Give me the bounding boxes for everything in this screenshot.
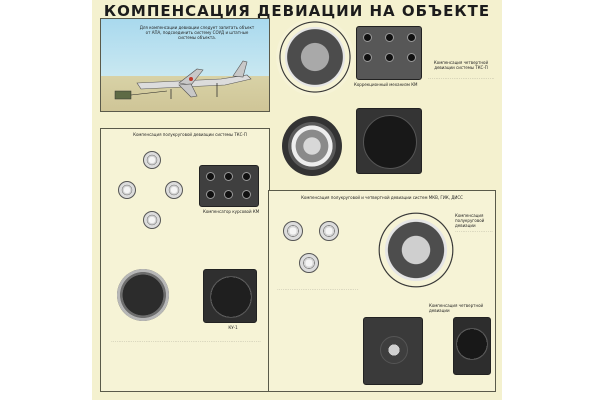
small-dial-1 [143,151,161,169]
large-compass-dial [276,18,354,96]
panel-tks: Компенсация полукруговой девиации систем… [100,128,270,392]
knob-2 [224,172,233,181]
msg-right-text: ........................................… [455,229,493,233]
msg-bottom-left-text: ........................................… [277,287,359,291]
course-indicator [203,269,257,323]
msg-course-face [456,328,488,360]
msg-small-dial-3 [299,253,319,273]
cu-knob-4 [363,53,372,62]
msg-large-dial [375,209,457,291]
msg-course-indicator [453,317,491,375]
course-dial [210,276,252,318]
cu-knob-1 [363,33,372,42]
msg-small-dial-2 [319,221,339,241]
airfield-scene: Для компенсации девиации следует запитат… [100,18,270,112]
section-msg-quarter-title: Компенсация четвертной девиации [429,303,484,313]
knob-5 [224,190,233,199]
msg-small-dial-1 [283,221,303,241]
tks-control-box [199,165,259,207]
compass-assembly [117,269,169,321]
poster: КОМПЕНСАЦИЯ ДЕВИАЦИИ НА ОБЪЕКТЕ Для комп… [92,0,502,400]
section-tks-title: Компенсация полукруговой девиации систем… [133,132,247,137]
cu-knob-5 [385,53,394,62]
section-msg-title: Компенсация полукруговой и четвертной де… [301,195,463,200]
intro-text: Для компенсации девиации следует запитат… [139,25,255,40]
page-title: КОМПЕНСАЦИЯ ДЕВИАЦИИ НА ОБЪЕКТЕ [103,2,491,20]
knob-4 [206,190,215,199]
left-compass-gauge [282,116,342,176]
msg-panel-dial [380,336,408,364]
section-msg-semi-title: Компенсация полукруговой девиации [455,213,485,228]
tks-text-block: ........................................… [111,339,261,343]
small-dial-3 [165,181,183,199]
cu-knob-3 [407,33,416,42]
msg-control-panel [363,317,423,385]
knob-6 [242,190,251,199]
panel-msg: Компенсация полукруговой и четвертной де… [268,190,496,392]
cu-knob-6 [407,53,416,62]
control-unit [356,26,422,80]
small-dial-4 [143,211,161,229]
top-right-text: ........................................… [428,76,494,80]
section-tks-quarter-title: Компенсация четвертной девиации системы … [433,60,489,70]
right-compass-gauge [356,108,422,174]
knob-3 [242,172,251,181]
kk-label: Компенсатор курсовой КМ [203,209,260,214]
cu-knob-2 [385,33,394,42]
kr-label: Коррекционный механизм КМ [354,82,418,87]
small-dial-2 [118,181,136,199]
knob-1 [206,172,215,181]
right-gauge-face [363,115,417,169]
ku-label: КУ-1 [228,325,238,330]
aircraft-icon [114,60,252,100]
